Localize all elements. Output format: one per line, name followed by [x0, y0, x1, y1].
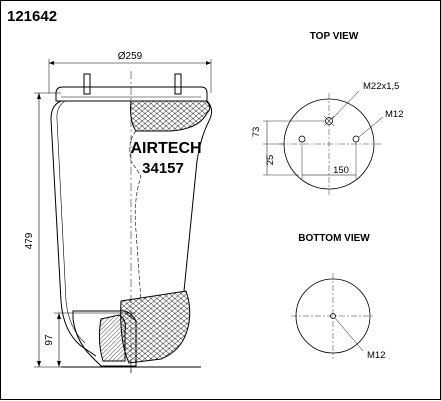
part-number: 121642	[7, 8, 57, 25]
thread-main-label: M22x1,5	[363, 81, 399, 92]
bottom-view-title: BOTTOM VIEW	[298, 233, 370, 244]
stud-left	[83, 73, 91, 95]
top-view-title: TOP VIEW	[310, 31, 359, 42]
bottom-view	[291, 273, 375, 359]
bellow-left-edge	[50, 100, 97, 357]
offset-bottom-label: 25	[265, 155, 276, 166]
thread-bottom-label: M12	[367, 350, 385, 361]
side-view	[48, 59, 213, 373]
bolt-spacing-label: 150	[333, 165, 349, 176]
bellow-top-band	[130, 100, 211, 132]
stud-right	[174, 73, 182, 95]
base-height-dimension	[54, 312, 73, 367]
height-dimension	[34, 92, 61, 368]
offset-top-label: 73	[251, 127, 262, 138]
piston	[72, 310, 137, 367]
brand-label: AIRTECH	[130, 140, 201, 157]
model-label: 34157	[142, 160, 184, 177]
top-view	[263, 90, 384, 196]
diameter-label: Ø259	[118, 51, 143, 62]
bellow-right-edge	[183, 100, 213, 292]
bottom-bolt-hole	[330, 313, 336, 319]
height-label: 479	[24, 232, 35, 249]
base-height-label: 97	[44, 334, 55, 346]
thread-top-label: M12	[385, 109, 403, 120]
piston-section	[98, 314, 126, 362]
top-plate	[55, 86, 208, 102]
